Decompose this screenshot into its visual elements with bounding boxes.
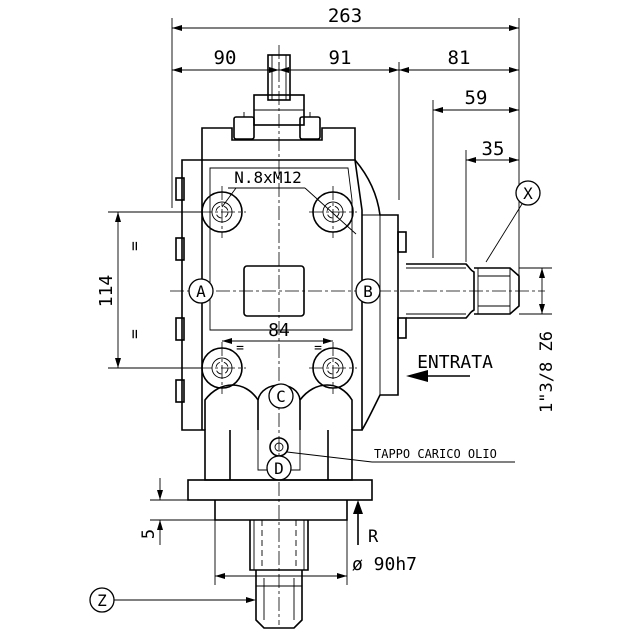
marker-b: B xyxy=(355,278,381,304)
input-arrow xyxy=(406,370,470,382)
dim-81: 81 xyxy=(448,47,471,69)
marker-a-label: A xyxy=(196,282,206,301)
dim-35: 35 xyxy=(482,138,505,160)
marker-d: D xyxy=(266,455,292,481)
top-shaft xyxy=(233,54,321,140)
dim-5: 5 xyxy=(139,529,159,539)
marker-b-label: B xyxy=(363,282,373,301)
oil-plug-label: TAPPO CARICO OLIO xyxy=(374,447,497,461)
oil-plug xyxy=(269,437,515,463)
equal-mark-left: = xyxy=(236,341,244,356)
marker-x-label: X xyxy=(523,184,533,203)
marker-x: X xyxy=(515,180,541,206)
rotation-label: R xyxy=(368,527,379,547)
equal-mark-upper: = xyxy=(125,241,144,251)
bolts-label: N.8xM12 xyxy=(234,168,301,187)
dim-84: 84 xyxy=(268,320,290,341)
input-spline-label: 1"3/8 Z6 xyxy=(537,331,557,413)
marker-c-label: C xyxy=(276,387,286,406)
housing xyxy=(175,127,407,481)
vertical-dimension xyxy=(108,211,202,369)
top-dimensions xyxy=(171,18,520,300)
equal-mark-lower: = xyxy=(125,329,144,339)
input-shaft xyxy=(406,203,552,319)
equal-mark-right: = xyxy=(314,341,322,356)
bottom-flange xyxy=(114,478,373,629)
horizontal-dimension xyxy=(222,338,333,344)
marker-z-label: Z xyxy=(97,591,107,610)
marker-a: A xyxy=(188,278,214,304)
input-label: ENTRATA xyxy=(417,352,493,373)
pilot-diameter-label: ø 90h7 xyxy=(352,554,417,575)
dim-90: 90 xyxy=(214,47,237,69)
dim-263: 263 xyxy=(328,5,362,27)
dim-59: 59 xyxy=(465,87,488,109)
marker-z: Z xyxy=(89,587,115,613)
marker-d-label: D xyxy=(274,459,284,478)
dim-91: 91 xyxy=(329,47,352,69)
dim-114: 114 xyxy=(96,275,117,308)
marker-c: C xyxy=(268,383,294,409)
bolt-holes xyxy=(201,191,354,389)
bolts-callout xyxy=(221,187,357,235)
